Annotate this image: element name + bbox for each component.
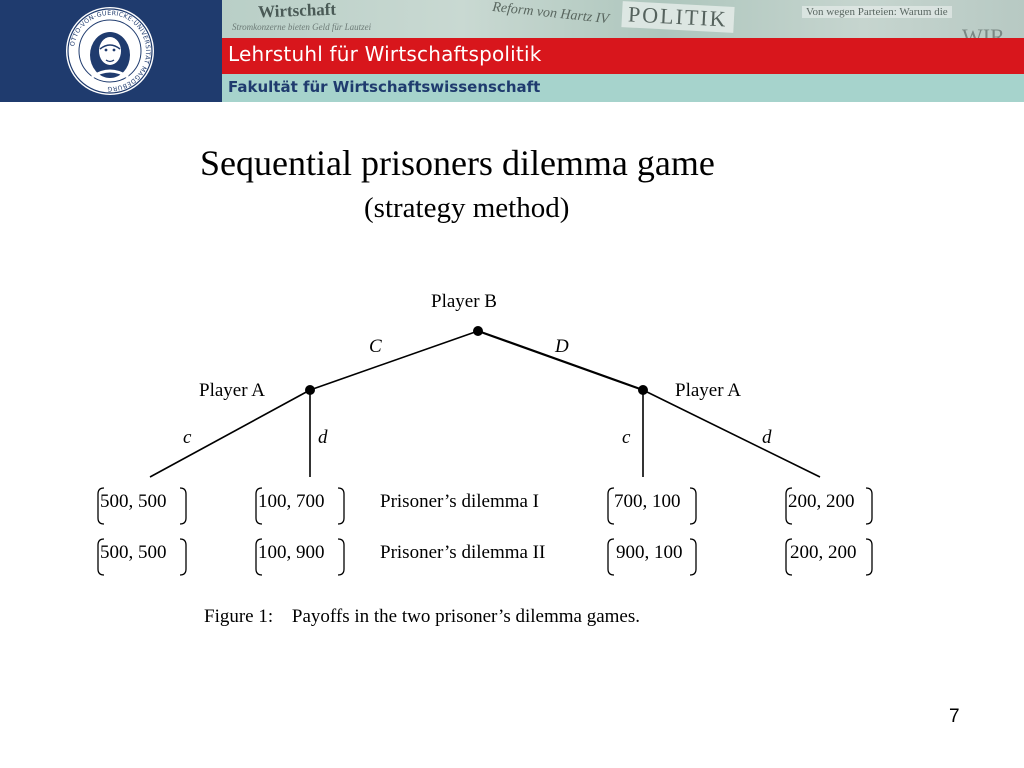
payoff-row1-dc: 700, 100 [614,491,681,512]
payoff-brackets-row2 [97,538,873,576]
branch-right-d [642,389,821,478]
game-name-row1: Prisoner’s dilemma I [380,491,540,512]
figure-caption-text: Payoffs in the two prisoner’s dilemma ga… [291,606,640,627]
root-player-label: Player B [431,291,497,312]
right-player-label: Player A [675,380,741,401]
university-seal-icon: OTTO-VON-GUERICKE-UNIVERSITÄT MAGDEBURG [66,7,154,95]
slide-subtitle: (strategy method) [364,192,570,224]
photo-text: Stromkonzerne bieten Geld für Lautzei [232,22,372,32]
left-player-label: Player A [199,380,265,401]
game-name-row2: Prisoner’s dilemma II [380,542,546,563]
branch-label-D: D [555,336,569,357]
payoff-row2-dd: 200, 200 [790,542,857,563]
branch-D [477,329,644,392]
newspaper-photo: Wirtschaft Stromkonzerne bieten Geld für… [222,0,1024,38]
branch-label-right-d: d [762,427,772,448]
slide-title: Sequential prisoners dilemma game [200,143,715,183]
payoff-row2-cd: 100, 900 [258,542,325,563]
payoff-row1-cc: 500, 500 [100,491,167,512]
page-number: 7 [949,706,960,727]
payoff-row1-cd: 100, 700 [258,491,325,512]
root-node [473,326,483,336]
branch-left-c [149,389,311,478]
department-name: Lehrstuhl für Wirtschaftspolitik [228,42,542,66]
figure-caption: Figure 1: Payoffs in the two prisoner’s … [204,606,640,628]
branch-label-left-d: d [318,427,328,448]
payoff-row2-dc: 900, 100 [616,542,683,563]
payoff-row1-dd: 200, 200 [788,491,855,512]
figure-number: Figure 1: [204,606,274,627]
left-node [305,385,315,395]
branch-C [309,330,479,391]
faculty-bar: Fakultät für Wirtschaftswissenschaft [222,74,1024,102]
photo-text: Von wegen Parteien: Warum die [802,6,952,18]
branch-label-C: C [369,336,382,357]
right-node [638,385,648,395]
branch-label-left-c: c [183,427,192,448]
payoff-brackets-row1 [97,487,873,525]
branch-label-right-c: c [622,427,631,448]
header-banner: OTTO-VON-GUERICKE-UNIVERSITÄT MAGDEBURG … [0,0,1024,102]
university-logo: OTTO-VON-GUERICKE-UNIVERSITÄT MAGDEBURG [0,0,222,102]
photo-text: WIR [962,24,1005,38]
department-bar: Lehrstuhl für Wirtschaftspolitik [222,38,1024,74]
faculty-name: Fakultät für Wirtschaftswissenschaft [228,78,541,96]
payoff-row2-cc: 500, 500 [100,542,167,563]
